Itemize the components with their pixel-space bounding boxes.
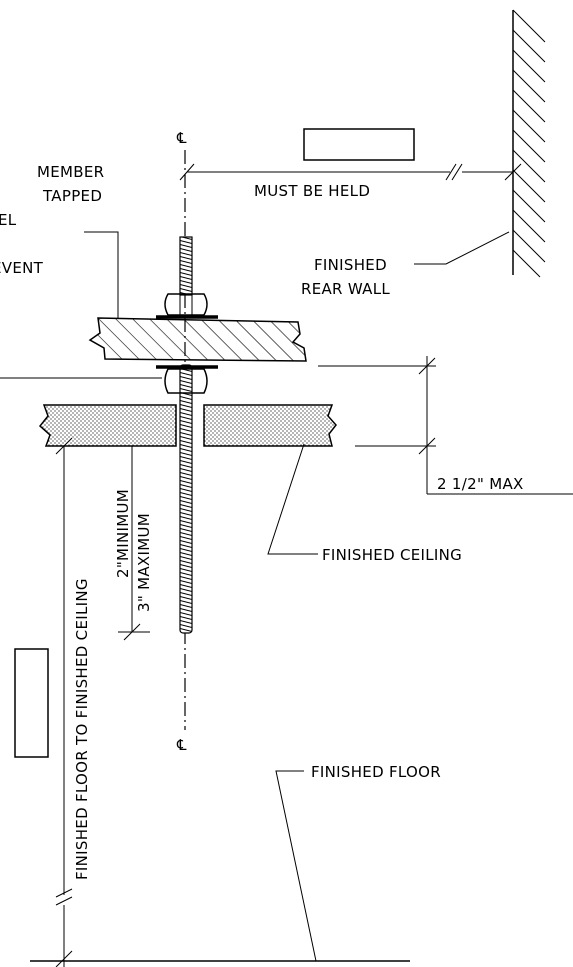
max-dimension-label: 2 1/2" MAX [437,475,524,493]
member-label-line3: EL [0,211,17,229]
max-dimension [318,356,573,495]
structural-member [88,317,307,362]
finished-rear-wall-label-line1: FINISHED [314,256,387,274]
side-label-box [14,648,49,758]
threaded-rod-upper [179,236,193,296]
min-max-dimension [118,446,150,641]
member-label-line1: MEMBER [37,163,104,181]
centerline-symbol-top: ℄ [176,129,187,147]
must-be-held-dimension [179,163,522,181]
floor-to-ceiling-dimension [55,437,73,967]
minimum-label: 2"MINIMUM [114,489,132,578]
finished-floor-label: FINISHED FLOOR [311,763,441,781]
leader-finished-ceiling [267,443,318,555]
top-label-box [303,128,415,161]
finished-ceiling-right [203,404,337,447]
finished-ceiling-label: FINISHED CEILING [322,546,462,564]
lower-nut [164,368,208,394]
finished-rear-wall-label-line2: REAR WALL [301,280,390,298]
must-be-held-label: MUST BE HELD [254,182,370,200]
centerline-symbol-bottom: ℄ [176,736,187,754]
member-label-line4: EVENT [0,259,44,277]
maximum-label: 3" MAXIMUM [135,513,153,612]
floor-to-ceiling-label: FINISHED FLOOR TO FINISHED CEILING [73,578,91,880]
member-label-line2: TAPPED [42,187,102,205]
leader-structural-member [84,231,119,318]
finished-ceiling-left [38,404,177,447]
upper-nut [164,293,208,316]
threaded-rod-lower [179,364,193,634]
leader-rear-wall [414,231,510,265]
leader-finished-floor [275,770,317,962]
finished-rear-wall [512,9,546,278]
